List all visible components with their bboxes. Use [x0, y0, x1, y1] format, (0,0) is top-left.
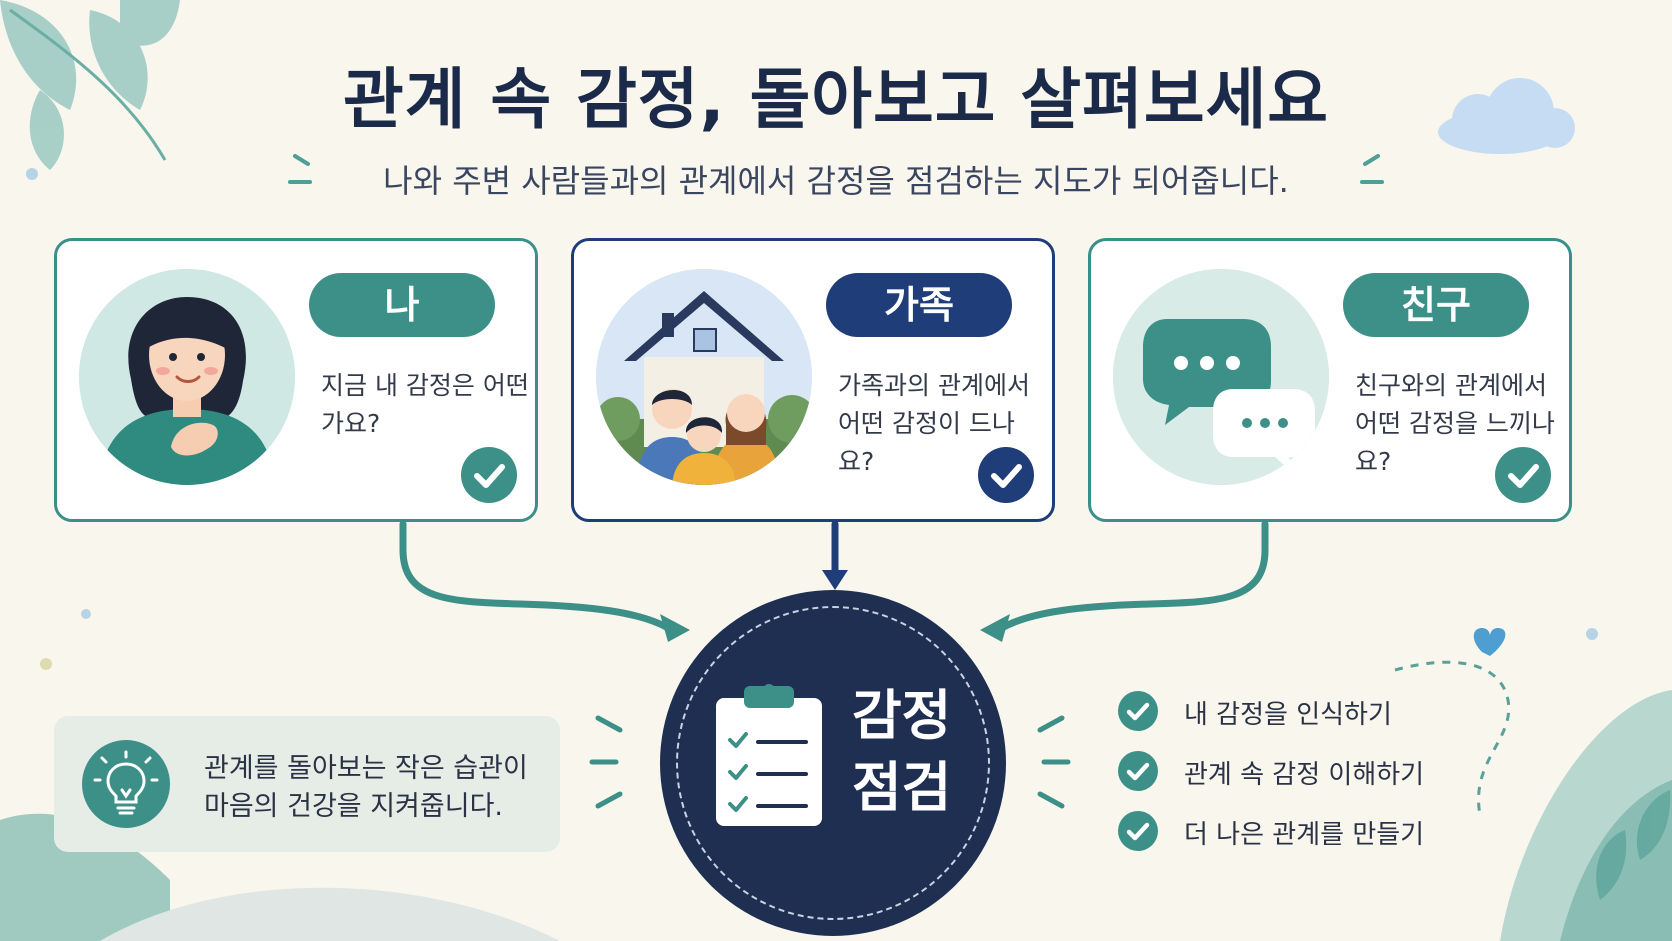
lightbulb-icon [82, 740, 170, 828]
check-icon [1495, 447, 1551, 503]
speech-bubbles-illustration [1113, 269, 1329, 485]
emotion-check-hub: 감정 점검 [660, 590, 1006, 936]
card-family-question: 가족과의 관계에서 어떤 감정이 드나요? [838, 371, 1030, 476]
page-subtitle: 나와 주변 사람들과의 관계에서 감정을 점검하는 지도가 되어줍니다. [383, 162, 1289, 200]
check-icon [1118, 811, 1158, 851]
card-friend-question: 친구와의 관계에서 어떤 감정을 느끼나요? [1355, 371, 1555, 476]
check-icon [461, 447, 517, 503]
connector-arrows [399, 520, 1269, 632]
card-friend: 친구 친구와의 관계에서 어떤 감정을 느끼나요? [1088, 238, 1572, 522]
card-friend-label: 친구 [1343, 273, 1529, 337]
leaves-top-left-decoration [0, 0, 180, 170]
cloud-decoration [1438, 78, 1575, 154]
step-label: 내 감정을 인식하기 [1184, 700, 1392, 730]
card-me-question: 지금 내 감정은 어떤가요? [321, 371, 529, 438]
center-title-line1: 감정 [852, 684, 952, 747]
page-title: 관계 속 감정, 돌아보고 살펴보세요 [342, 61, 1330, 138]
check-icon [978, 447, 1034, 503]
subtitle-accent-marks [288, 154, 1384, 184]
heart-icon [1473, 628, 1506, 656]
center-title: 감정 점검 [852, 680, 962, 824]
family-house-illustration [596, 269, 812, 485]
list-item: 내 감정을 인식하기 [1118, 688, 1478, 748]
step-label: 관계 속 감정 이해하기 [1184, 760, 1425, 790]
steps-list: 내 감정을 인식하기 관계 속 감정 이해하기 더 나은 관계를 만들기 [1118, 688, 1478, 868]
dashed-ring [676, 606, 990, 920]
card-family-label: 가족 [826, 273, 1012, 337]
tip-box: 관계를 돌아보는 작은 습관이 마음의 건강을 지켜줍니다. [54, 716, 560, 852]
check-icon [1118, 691, 1158, 731]
check-icon [1118, 751, 1158, 791]
woman-hand-on-heart-illustration [79, 269, 295, 485]
step-label: 더 나은 관계를 만들기 [1184, 820, 1425, 850]
center-title-line2: 점검 [852, 756, 952, 819]
card-family: 가족 가족과의 관계에서 어떤 감정이 드나요? [571, 238, 1055, 522]
list-item: 더 나은 관계를 만들기 [1118, 808, 1478, 868]
card-me-label: 나 [309, 273, 495, 337]
clipboard-checklist-icon [710, 680, 828, 830]
card-me: 나 지금 내 감정은 어떤가요? [54, 238, 538, 522]
list-item: 관계 속 감정 이해하기 [1118, 748, 1478, 808]
tip-text: 관계를 돌아보는 작은 습관이 마음의 건강을 지켜줍니다. [204, 753, 528, 822]
center-accent-marks [589, 715, 1071, 809]
dotted-path-decoration [1394, 660, 1511, 816]
